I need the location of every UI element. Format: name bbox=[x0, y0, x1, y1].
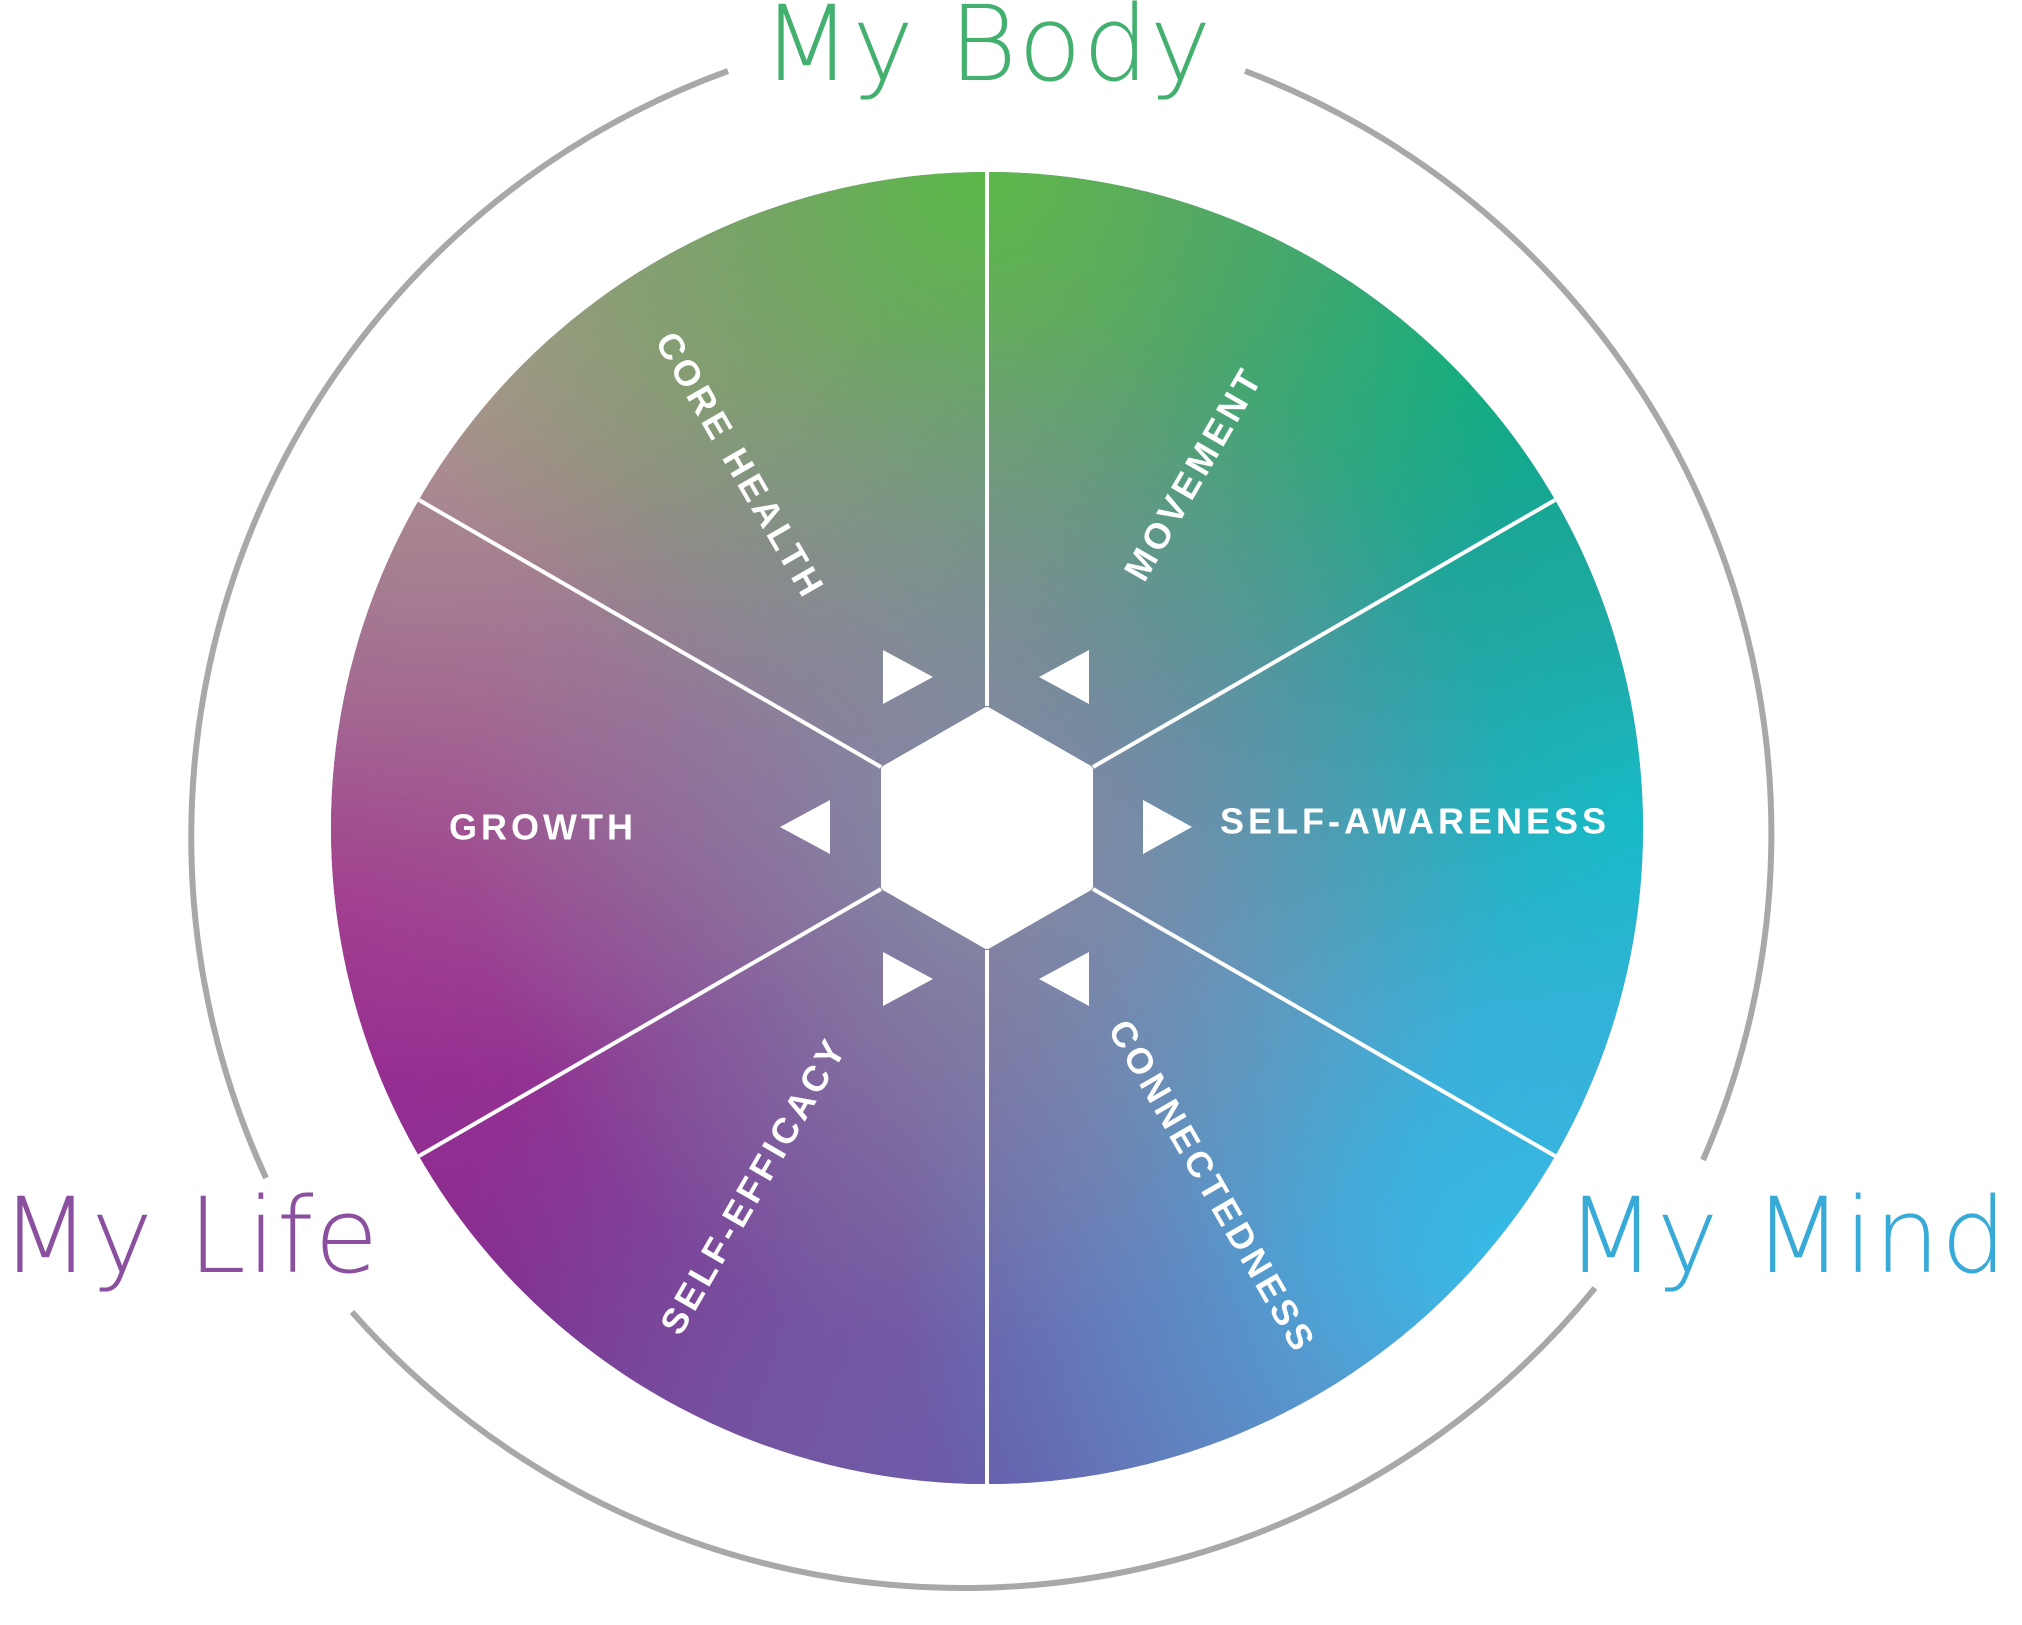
outer-ring-bottom-arc bbox=[349, 1286, 1598, 1591]
segment-dividers bbox=[417, 172, 1557, 1484]
segment-label-self-awareness: SELF-AWARENESS bbox=[1220, 801, 1610, 842]
arrow-movement-icon bbox=[1039, 650, 1089, 704]
arrows bbox=[780, 650, 1192, 1006]
title-my-life: My Life bbox=[1, 1175, 380, 1297]
arrow-connectedness-icon bbox=[1039, 952, 1089, 1006]
title-my-mind: My Mind bbox=[1566, 1175, 2008, 1297]
center-hexagon bbox=[881, 707, 1093, 949]
outer-ring-top-right-arc bbox=[1243, 68, 1775, 1162]
segment-label-growth: GROWTH bbox=[449, 807, 637, 848]
outer-ring bbox=[188, 68, 1775, 1591]
arrow-self-efficacy-icon bbox=[883, 952, 933, 1006]
title-my-body: My Body bbox=[762, 0, 1213, 105]
arrow-self-awareness-icon bbox=[1143, 800, 1192, 854]
arrow-core-health-icon bbox=[883, 650, 933, 704]
outer-ring-top-left-arc bbox=[188, 68, 730, 1180]
arrow-growth-icon bbox=[780, 800, 830, 854]
